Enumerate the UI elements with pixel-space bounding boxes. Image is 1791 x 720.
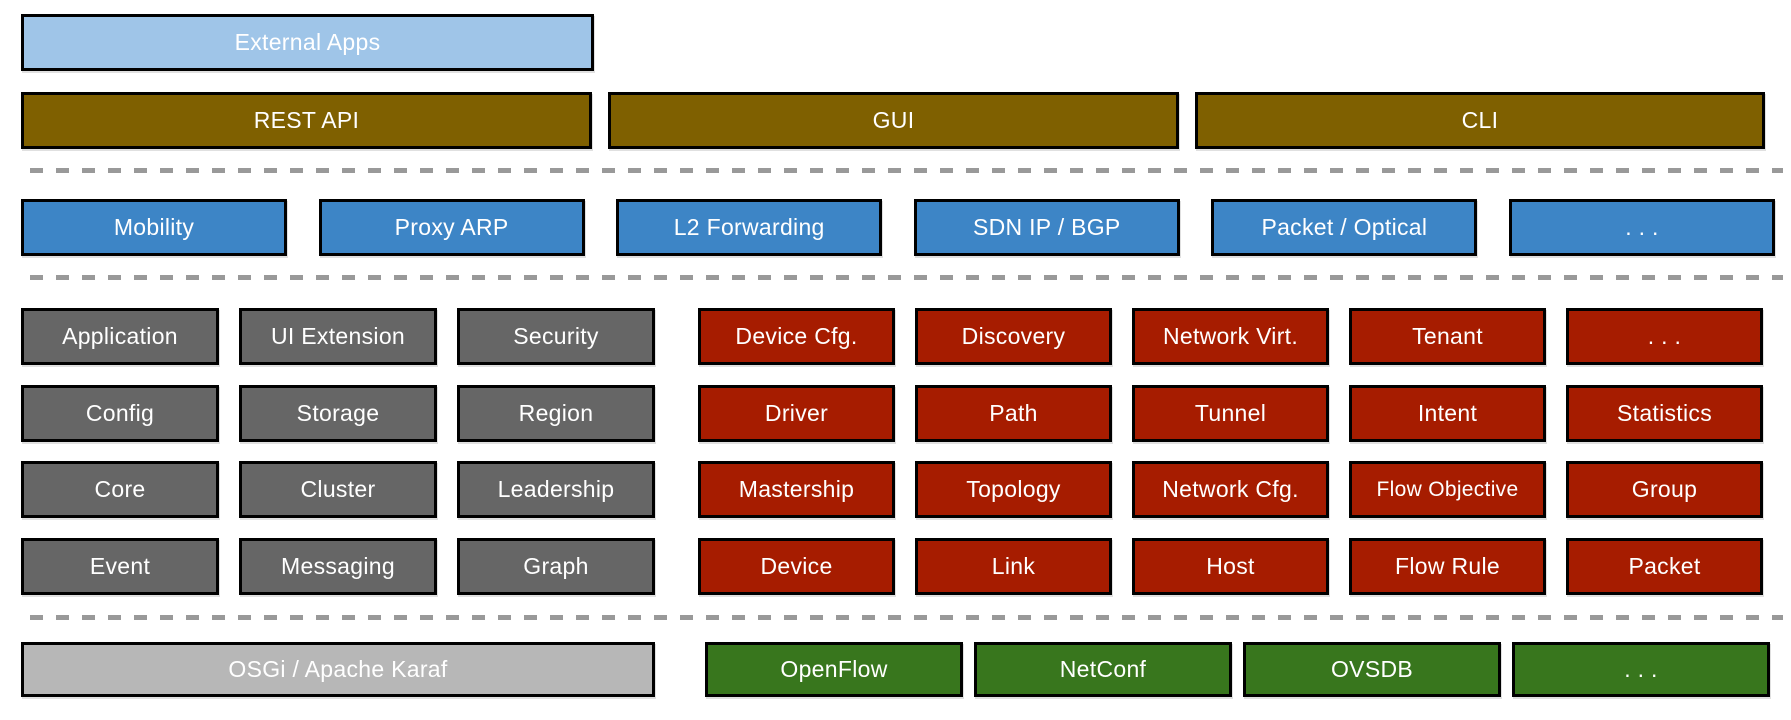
dashed-separator-top [30,168,1783,173]
protocol-ovsdb-box: OVSDB [1243,642,1501,697]
core-leadership-box: Leadership [457,461,655,518]
core-ui-extension-box: UI Extension [239,308,437,365]
dashed-separator-middle [30,275,1783,280]
svc-packet-box: Packet [1566,538,1763,595]
osgi-karaf-box: OSGi / Apache Karaf [21,642,655,697]
svc-device-cfg-box: Device Cfg. [698,308,895,365]
svc-ellipsis-box: . . . [1566,308,1763,365]
core-security-box: Security [457,308,655,365]
core-cluster-box: Cluster [239,461,437,518]
protocol-netconf-box: NetConf [974,642,1232,697]
svc-mastership-box: Mastership [698,461,895,518]
svc-flow-objective-box: Flow Objective [1349,461,1546,518]
svc-link-box: Link [915,538,1112,595]
svc-tenant-box: Tenant [1349,308,1546,365]
app-sdn-ip-bgp-box: SDN IP / BGP [913,199,1180,256]
svc-flow-rule-box: Flow Rule [1349,538,1546,595]
cli-box: CLI [1195,92,1765,149]
external-apps-box: External Apps [21,14,594,71]
app-l2-forwarding-box: L2 Forwarding [616,199,883,256]
core-graph-box: Graph [457,538,655,595]
core-core-box: Core [21,461,219,518]
svc-driver-box: Driver [698,385,895,442]
svc-host-box: Host [1132,538,1329,595]
core-storage-box: Storage [239,385,437,442]
protocol-openflow-box: OpenFlow [705,642,963,697]
dashed-separator-bottom [30,615,1783,620]
svc-intent-box: Intent [1349,385,1546,442]
rest-api-box: REST API [21,92,592,149]
core-application-box: Application [21,308,219,365]
app-ellipsis-box: . . . [1508,199,1775,256]
app-packet-optical-box: Packet / Optical [1211,199,1478,256]
app-mobility-box: Mobility [21,199,287,256]
core-event-box: Event [21,538,219,595]
protocol-ellipsis-box: . . . [1512,642,1770,697]
svc-device-box: Device [698,538,895,595]
core-config-box: Config [21,385,219,442]
core-messaging-box: Messaging [239,538,437,595]
svc-network-cfg-box: Network Cfg. [1132,461,1329,518]
core-region-box: Region [457,385,655,442]
svc-topology-box: Topology [915,461,1112,518]
svc-discovery-box: Discovery [915,308,1112,365]
svc-group-box: Group [1566,461,1763,518]
app-proxy-arp-box: Proxy ARP [318,199,585,256]
svc-network-virt-box: Network Virt. [1132,308,1329,365]
svc-tunnel-box: Tunnel [1132,385,1329,442]
svc-statistics-box: Statistics [1566,385,1763,442]
svc-path-box: Path [915,385,1112,442]
gui-box: GUI [608,92,1179,149]
